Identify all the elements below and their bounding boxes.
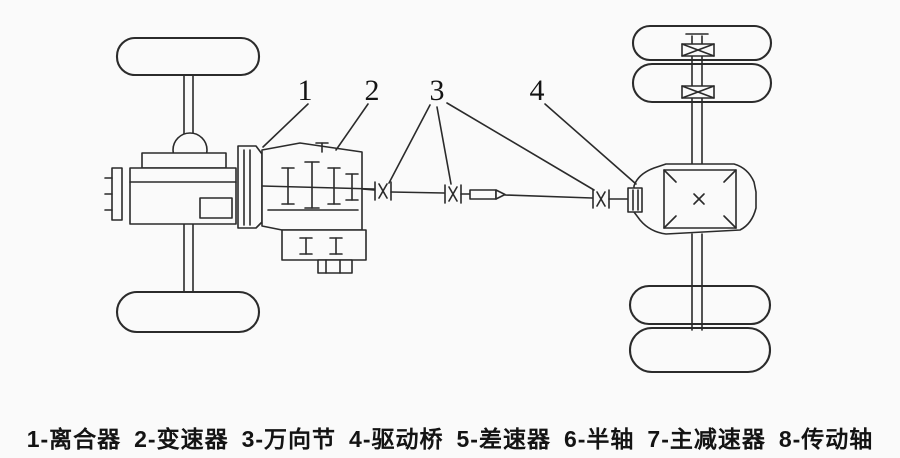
transfer-case-cover <box>317 259 353 274</box>
rear-drive-axle <box>627 24 773 374</box>
axle-housing <box>633 163 757 235</box>
differential-carrier <box>663 169 737 229</box>
part-label-4: 4 <box>530 74 545 107</box>
transfer-case <box>281 229 367 261</box>
leader-3a <box>388 104 431 184</box>
legend-item-3: 3-万向节 <box>241 426 337 452</box>
clutch <box>237 145 263 229</box>
engine-block <box>129 167 237 225</box>
universal-joint-1 <box>374 181 392 201</box>
rear-left-dual-wheel-inner <box>628 284 772 326</box>
engine-oil-pan <box>199 197 233 219</box>
universal-joint-2 <box>444 184 462 204</box>
pinion-flange <box>627 187 643 213</box>
part-label-3: 3 <box>430 74 445 107</box>
engine-head <box>141 152 227 169</box>
legend-item-1: 1-离合器 <box>26 426 122 452</box>
leader-3b <box>436 106 452 185</box>
legend-item-4: 4-驱动桥 <box>349 426 444 452</box>
legend-item-5: 5-差速器 <box>456 426 551 452</box>
leader-2 <box>335 103 369 151</box>
wheel-hub-bearing <box>681 43 715 57</box>
engine <box>104 132 237 225</box>
part-label-2: 2 <box>365 74 380 107</box>
rear-left-wheel <box>115 290 261 334</box>
driveline <box>361 181 632 209</box>
transmission <box>261 142 375 274</box>
main-shaft <box>261 185 375 190</box>
leader-4 <box>544 103 637 185</box>
engine-accessory <box>111 167 123 221</box>
front-axle-assembly <box>115 36 261 334</box>
intermediate-shaft <box>390 191 445 194</box>
legend-item-8: 8-传动轴 <box>778 426 874 452</box>
leader-1 <box>262 103 309 148</box>
part-labels: 1 2 3 4 <box>298 74 545 107</box>
front-left-wheel <box>115 36 261 77</box>
legend-caption: 1-离合器 2-变速器 3-万向节 4-驱动桥 5-差速器 6-半轴 7-主减速… <box>0 420 900 454</box>
slip-yoke-tip <box>495 189 506 200</box>
universal-joint-3 <box>592 189 610 209</box>
part-label-1: 1 <box>298 74 313 107</box>
legend-item-6: 6-半轴 <box>563 426 635 452</box>
legend-item-7: 7-主减速器 <box>647 426 766 452</box>
slip-yoke <box>469 189 497 200</box>
wheel-hub-bearing <box>681 85 715 99</box>
propeller-shaft <box>504 194 593 199</box>
output-shaft <box>361 188 375 191</box>
leader-lines <box>262 102 637 191</box>
legend-item-2: 2-变速器 <box>134 426 229 452</box>
leader-3c <box>446 102 595 191</box>
rear-left-dual-wheel-outer <box>628 326 772 374</box>
